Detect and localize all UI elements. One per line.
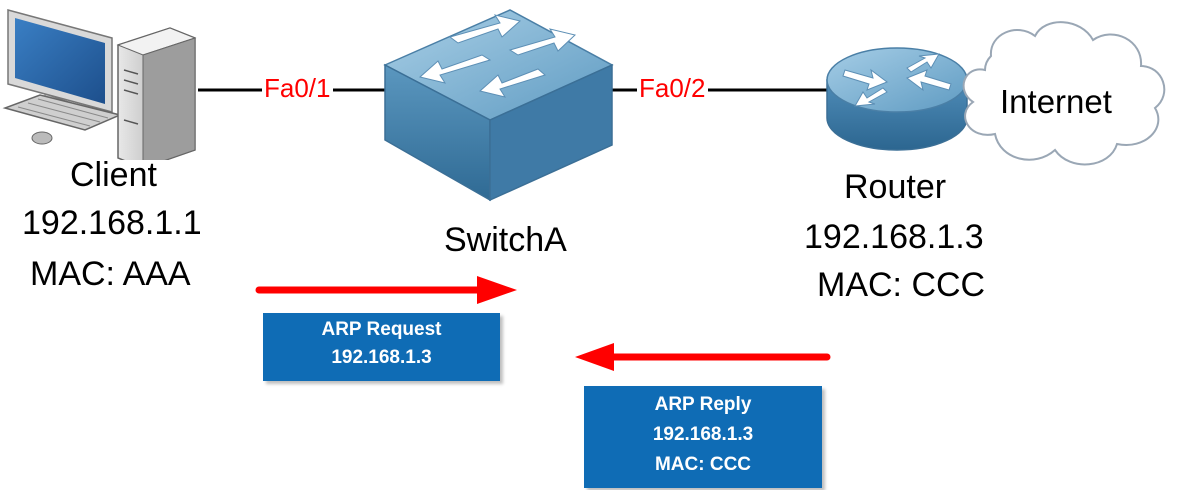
router-mac: MAC: CCC xyxy=(817,266,986,304)
client-mac: MAC: AAA xyxy=(30,255,191,293)
switch-icon xyxy=(383,9,614,202)
arp-request-arrow xyxy=(255,276,517,304)
arp-reply-mac: MAC: CCC xyxy=(654,454,752,475)
router-icon xyxy=(826,47,968,151)
arp-request-ip: 192.168.1.3 xyxy=(331,347,432,368)
computer-icon xyxy=(2,9,197,160)
router-ip: 192.168.1.3 xyxy=(804,218,984,256)
client-ip: 192.168.1.1 xyxy=(22,204,202,242)
router-name: Router xyxy=(844,168,947,206)
internet-label: Internet xyxy=(1000,83,1112,120)
cloud-icon xyxy=(962,21,1166,166)
port-fa0-2-label: Fa0/2 xyxy=(637,73,708,103)
switch-name: SwitchA xyxy=(444,221,567,259)
arp-reply-ip: 192.168.1.3 xyxy=(652,424,754,445)
arp-request-box: ARP Request 192.168.1.3 xyxy=(263,313,500,381)
client-name: Client xyxy=(70,156,157,194)
arp-reply-title: ARP Reply xyxy=(654,394,752,415)
arp-reply-box: ARP Reply 192.168.1.3 MAC: CCC xyxy=(584,386,822,488)
port-fa0-1-label: Fa0/1 xyxy=(262,73,333,103)
arp-request-title: ARP Request xyxy=(321,319,442,340)
arp-reply-arrow xyxy=(575,343,831,371)
